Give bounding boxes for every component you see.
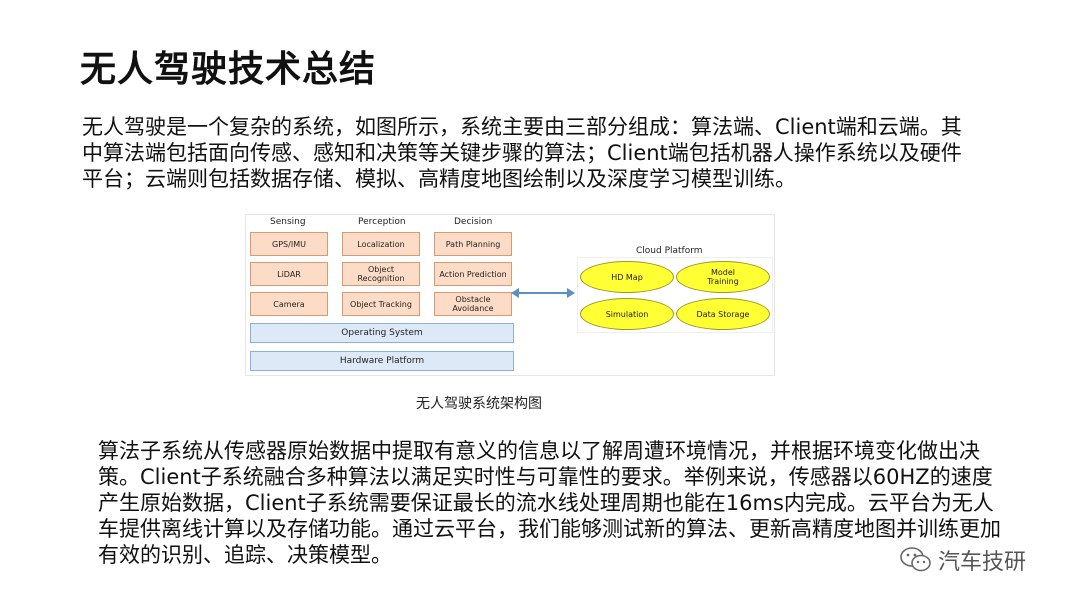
column-header-sensing: Sensing <box>270 217 306 227</box>
decision-box-action-prediction: Action Prediction <box>434 262 512 286</box>
sensing-box-gps: GPS/IMU <box>250 232 328 256</box>
slide-title: 无人驾驶技术总结 <box>80 49 377 90</box>
architecture-diagram: Sensing Perception Decision GPS/IMU LiDA… <box>245 214 775 376</box>
decision-box-obstacle-avoidance: Obstacle Avoidance <box>434 292 512 316</box>
perception-box-localization: Localization <box>342 232 420 256</box>
intro-paragraph: 无人驾驶是一个复杂的系统，如图所示，系统主要由三部分组成：算法端、Client端… <box>82 115 962 191</box>
watermark: 汽车技研 <box>900 544 1026 576</box>
column-header-decision: Decision <box>454 217 493 227</box>
body-paragraph: 算法子系统从传感器原始数据中提取有意义的信息以了解周遭环境情况，并根据环境变化做… <box>98 439 1001 567</box>
hardware-platform-bar: Hardware Platform <box>250 351 514 371</box>
cloud-data-storage: Data Storage <box>676 298 770 330</box>
cloud-platform-area: HD Map Model Training Simulation Data St… <box>577 257 773 333</box>
sensing-box-lidar: LiDAR <box>250 262 328 286</box>
sensing-box-camera: Camera <box>250 292 328 316</box>
watermark-text: 汽车技研 <box>938 550 1027 575</box>
wechat-icon <box>900 547 931 572</box>
cloud-simulation: Simulation <box>580 298 674 330</box>
decision-box-path-planning: Path Planning <box>434 232 512 256</box>
column-header-perception: Perception <box>358 217 406 227</box>
cloud-platform-label: Cloud Platform <box>636 246 703 256</box>
operating-system-bar: Operating System <box>250 323 514 343</box>
perception-box-tracking: Object Tracking <box>342 292 420 316</box>
perception-box-recognition: Object Recognition <box>342 262 420 286</box>
cloud-model-training: Model Training <box>676 261 770 293</box>
double-arrow-icon <box>511 288 575 298</box>
cloud-hd-map: HD Map <box>580 261 674 293</box>
diagram-caption: 无人驾驶系统架构图 <box>416 396 542 412</box>
